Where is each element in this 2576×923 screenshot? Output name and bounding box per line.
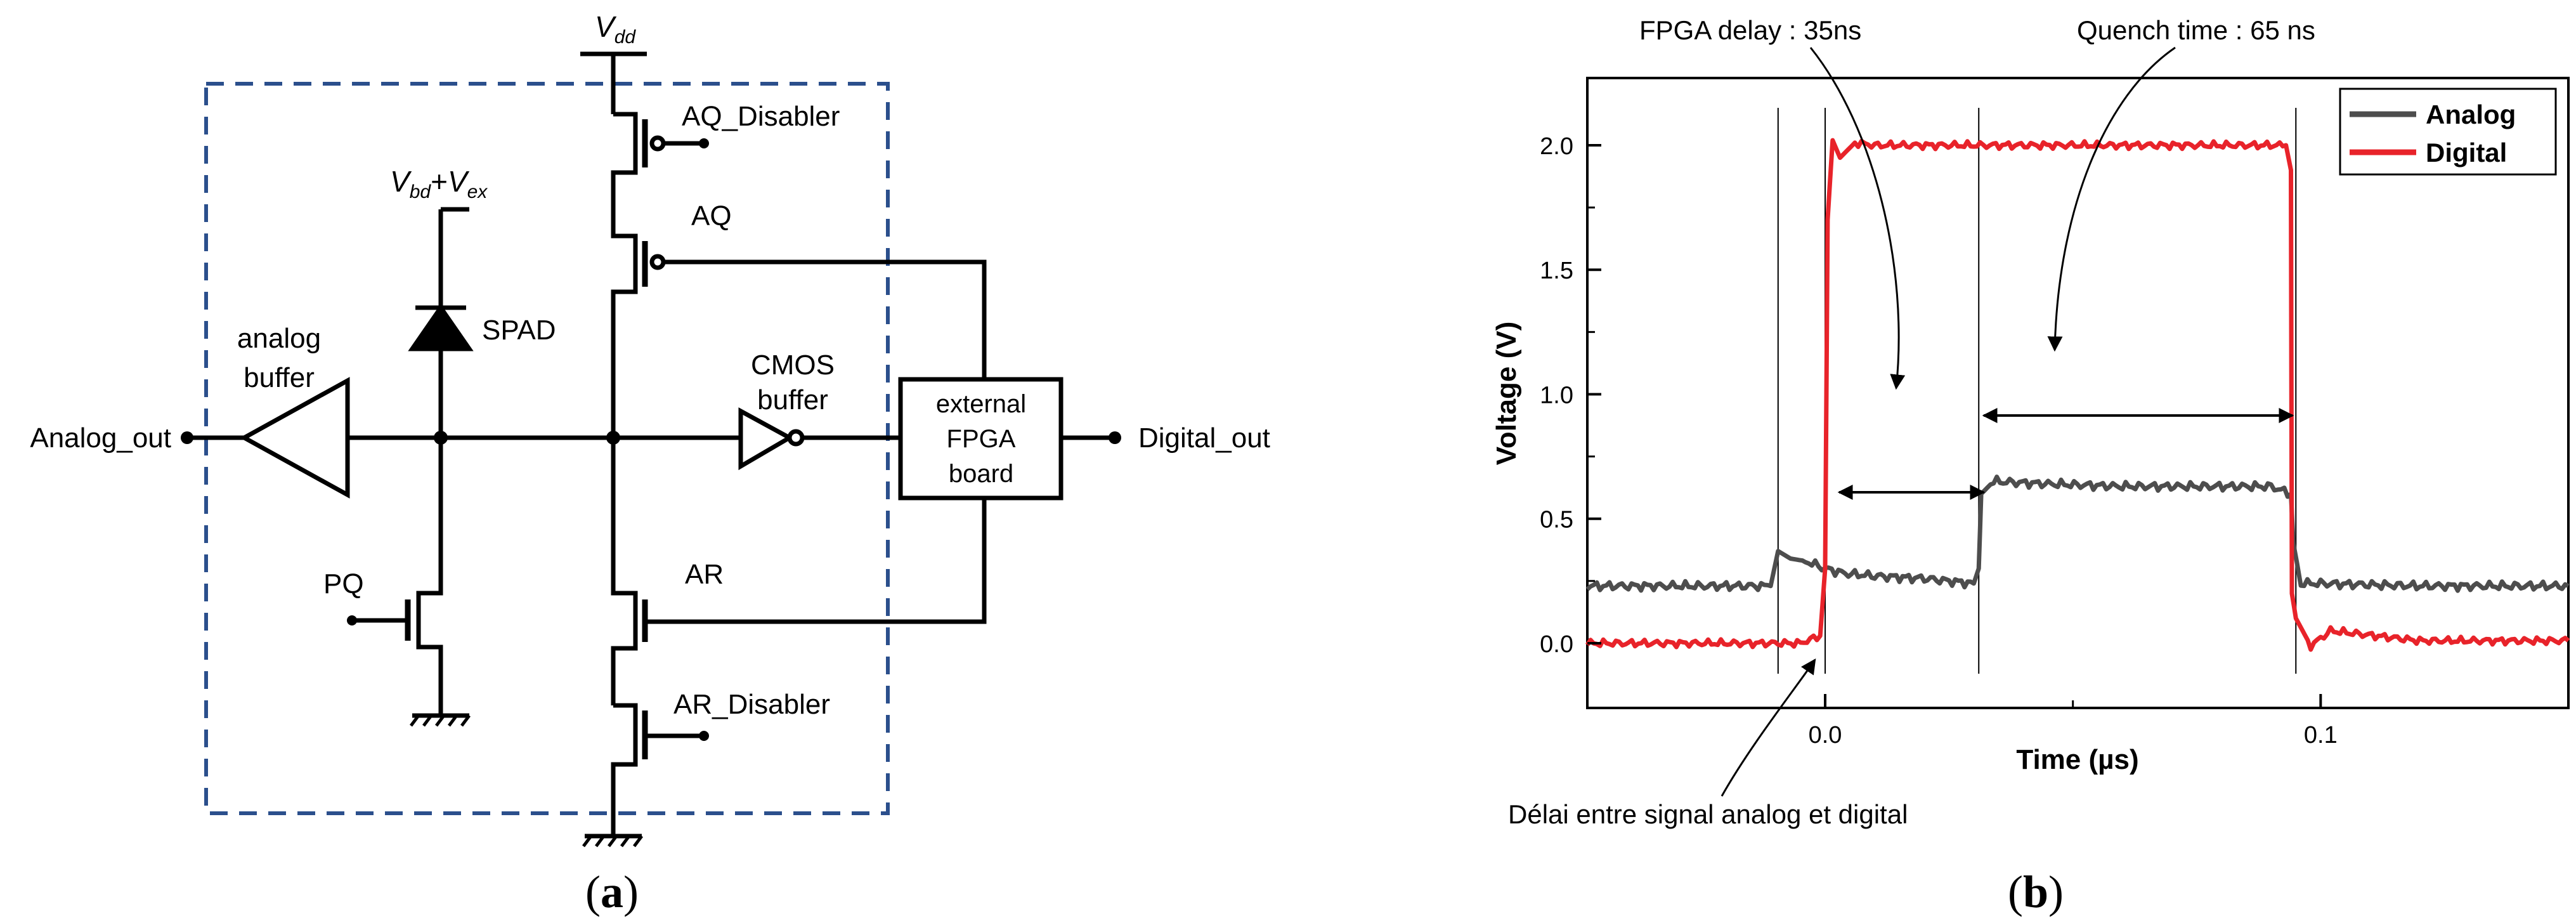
ar-disabler-transistor xyxy=(611,703,709,822)
legend-label-digital: Digital xyxy=(2426,138,2507,167)
timing-marker-lines xyxy=(1777,108,2297,674)
aq-transistor xyxy=(611,217,987,438)
analog-out-terminal xyxy=(181,431,193,444)
y-tick-label-0: 0.0 xyxy=(1540,631,1573,658)
y-tick-label-3: 1.5 xyxy=(1540,258,1573,284)
series-line-digital xyxy=(1585,138,2570,652)
legend-label-analog: Analog xyxy=(2426,100,2516,129)
quench-time-curve-arrow xyxy=(2047,46,2176,352)
digital-out-label: Digital_out xyxy=(1138,422,1270,454)
fpga-delay-annotation: FPGA delay : 35ns xyxy=(1639,15,1861,45)
analog-buffer-triangle xyxy=(239,377,350,499)
series-line-analog xyxy=(1585,475,2570,593)
chip-boundary-box xyxy=(204,82,890,815)
fpga-label-1: external xyxy=(936,390,1026,418)
quench-time-annotation: Quench time : 65 ns xyxy=(2077,15,2315,45)
delai-curve-arrow xyxy=(1721,658,1816,797)
vdd-label: Vdd xyxy=(595,10,636,48)
voltage-time-chart: 0.0 0.5 1.0 1.5 2.0 0.0 0.1 Voltage (V) Time (… xyxy=(1491,77,2570,775)
aq-label: AQ xyxy=(691,200,732,232)
digital-out-terminal xyxy=(1109,431,1121,444)
analog-buffer-label-2: buffer xyxy=(244,362,315,393)
y-tick-label-2: 1.0 xyxy=(1540,382,1573,409)
x-axis-title: Time (µs) xyxy=(2016,744,2138,775)
aq-disabler-transistor xyxy=(611,112,709,217)
vbd-vex-label: Vbd+Vex xyxy=(390,165,488,202)
cmos-buffer-triangle xyxy=(738,407,795,471)
circuit-schematic xyxy=(181,51,1121,848)
analog-out-label: Analog_out xyxy=(30,422,171,454)
spad-label: SPAD xyxy=(482,315,556,346)
x-tick-label-0: 0.0 xyxy=(1809,722,1842,749)
junction-dot xyxy=(434,431,448,445)
aq-disabler-label: AQ_Disabler xyxy=(682,101,840,132)
annotations: FPGA delay : 35ns Quench time : 65 ns Dé… xyxy=(1508,15,2315,829)
ar-label: AR xyxy=(685,559,724,590)
cmos-buffer-label-1: CMOS xyxy=(751,350,835,381)
ground-symbol-left xyxy=(410,713,471,727)
analog-buffer-label-1: analog xyxy=(237,323,321,354)
y-tick-label-4: 2.0 xyxy=(1540,133,1573,160)
fpga-label-3: board xyxy=(949,460,1013,488)
ground-symbol-right xyxy=(582,822,643,848)
panel-a-caption: (a) xyxy=(585,867,639,917)
pq-label: PQ xyxy=(323,568,364,599)
ar-transistor xyxy=(611,438,987,705)
legend: Analog Digital xyxy=(2339,88,2557,176)
spad-diode xyxy=(408,207,474,438)
axis-layer: 0.0 0.5 1.0 1.5 2.0 0.0 0.1 xyxy=(1540,133,2338,749)
y-axis-title: Voltage (V) xyxy=(1491,322,1522,466)
cmos-buffer-label-2: buffer xyxy=(757,384,828,416)
delai-annotation: Délai entre signal analog et digital xyxy=(1508,799,1908,829)
series-layer xyxy=(1585,138,2570,652)
panel-b-caption: (b) xyxy=(2008,867,2064,917)
pq-transistor xyxy=(347,438,443,714)
x-tick-label-1: 0.1 xyxy=(2304,722,2338,749)
y-tick-label-1: 0.5 xyxy=(1540,507,1573,534)
fpga-delay-curve-arrow xyxy=(1809,47,1906,390)
ar-disabler-label: AR_Disabler xyxy=(673,689,830,720)
fpga-label-2: FPGA xyxy=(947,425,1016,453)
junction-dot xyxy=(606,431,620,445)
